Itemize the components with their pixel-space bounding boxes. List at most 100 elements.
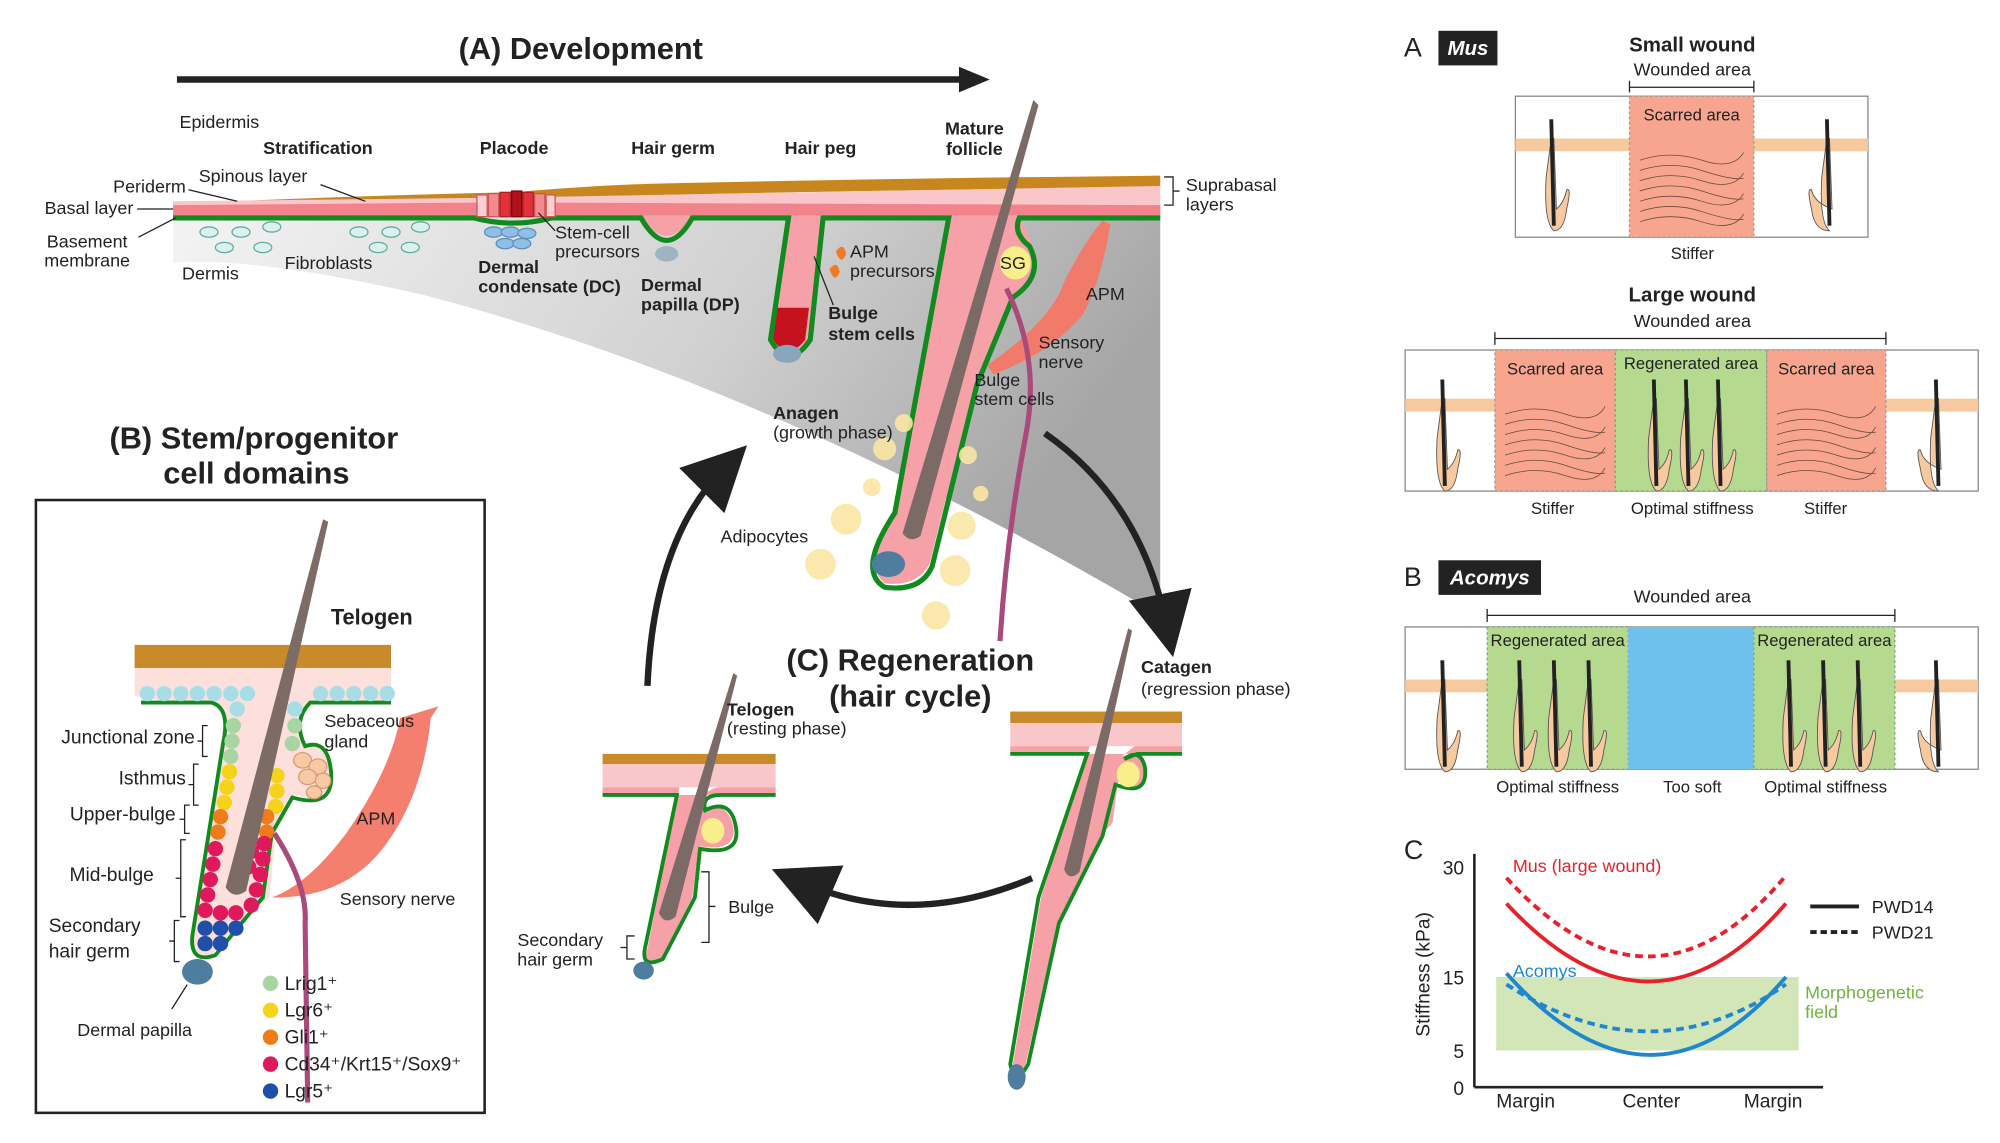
marker-cell <box>258 824 275 840</box>
marker-cell <box>346 685 362 702</box>
series-acomys-pwd14 <box>1504 972 1788 1057</box>
marker-cell <box>219 779 235 795</box>
panel-b-title-1: (B) Stem/progenitor <box>109 421 398 456</box>
hair-shaft <box>1933 660 1941 767</box>
label-sebaceous-1: Sebaceous <box>324 711 414 731</box>
acomys-badge-label: Acomys <box>1449 567 1530 590</box>
sebaceous-gland <box>1000 246 1031 280</box>
morphogenetic-field-band <box>1496 977 1799 1051</box>
marker-cell <box>212 809 229 825</box>
mus-badge-label: Mus <box>1447 37 1488 60</box>
label-dc-1: Dermal <box>478 257 539 277</box>
too-soft-area <box>1628 626 1754 770</box>
marker-cell <box>200 887 216 903</box>
basal-layer <box>173 202 1161 218</box>
acomys-wounded-area: Wounded area <box>1634 587 1751 607</box>
label-telogen: Telogen <box>331 604 413 629</box>
collagen-fibers <box>1505 406 1606 480</box>
stage-follicle: follicle <box>946 139 1003 159</box>
hair-shaft <box>1517 660 1524 767</box>
morphogenetic-label-1: Morphogenetic <box>1805 983 1924 1003</box>
hair-shaft <box>1825 119 1832 226</box>
hair-shaft <box>1821 660 1828 767</box>
chart-series <box>1504 874 1788 1057</box>
apm-muscle <box>987 220 1111 375</box>
hair-shaft <box>902 100 1039 540</box>
legend-label: Lgr6⁺ <box>285 1001 334 1022</box>
apm-muscle <box>271 706 439 898</box>
legend-label: Gli1⁺ <box>285 1028 329 1049</box>
marker-cell <box>329 685 345 702</box>
large-stiffer-left: Stiffer <box>1531 499 1575 518</box>
hair-shaft <box>1716 379 1723 486</box>
fibroblasts-cells <box>199 221 431 254</box>
marker-cell <box>362 685 379 702</box>
large-wound-title: Large wound <box>1629 283 1757 306</box>
marker-cell <box>197 902 213 918</box>
label-nerve-2: nerve <box>1038 352 1083 372</box>
panel-letter-a: A <box>1404 32 1422 62</box>
marker-cell <box>312 685 329 702</box>
series-label-mus: Mus (large wound) <box>1513 856 1662 876</box>
acomys-wound-bracket <box>1486 609 1896 622</box>
label-shg-2: hair germ <box>517 949 593 969</box>
hair-germ <box>641 215 693 236</box>
marker-cell <box>205 856 221 872</box>
x-tick-center: Center <box>1622 1092 1680 1113</box>
marker-cell <box>269 783 285 799</box>
scarred-area-label: Scarred area <box>1507 359 1604 378</box>
zone-secondary: Secondary <box>49 916 141 937</box>
label-dermal-papilla: Dermal papilla <box>77 1020 192 1040</box>
label-dermis: Dermis <box>182 264 239 284</box>
panel-stem-cell-domains: (B) Stem/progenitor cell domains Telogen… <box>34 421 486 1115</box>
marker-cell <box>255 851 271 867</box>
marker-cell <box>212 920 229 936</box>
marker-cell <box>212 935 229 952</box>
small-wounded-area: Wounded area <box>1634 60 1751 80</box>
dermal-condensate-cells <box>483 226 537 250</box>
marker-cell <box>225 717 242 734</box>
label-basement-1: Basement <box>47 231 128 251</box>
marker-cell <box>173 685 189 702</box>
adipocytes-cells <box>805 414 989 630</box>
marker-cell <box>287 701 303 717</box>
legend-label: Lgr5⁺ <box>285 1081 334 1102</box>
x-tick-margin-right: Margin <box>1744 1092 1803 1113</box>
legend-swatch <box>262 1002 279 1018</box>
small-wound-title: Small wound <box>1629 33 1755 56</box>
mus-badge <box>1438 30 1498 66</box>
cycle-arrow-telogen-to-anagen <box>644 445 748 687</box>
legend-label: Cd34⁺/Krt15⁺/Sox9⁺ <box>285 1055 462 1076</box>
scarred-area <box>1628 95 1755 238</box>
scarred-area-label: Scarred area <box>1778 359 1875 378</box>
leader <box>813 256 834 306</box>
panel-c-title-1: (C) Regeneration <box>786 643 1034 678</box>
marker-cell <box>267 798 284 815</box>
suprabasal-bracket <box>1164 176 1180 206</box>
marker-cell <box>248 882 265 898</box>
leader <box>171 984 188 1010</box>
panel-a-title: (A) Development <box>459 31 703 66</box>
label-catagen-sub: (regression phase) <box>1141 679 1291 699</box>
marker-cell <box>229 701 245 717</box>
label-fibroblasts: Fibroblasts <box>285 253 373 273</box>
basement-membrane <box>173 215 1161 591</box>
leader <box>188 189 238 202</box>
label-catagen: Catagen <box>1141 657 1212 677</box>
marker-cell <box>239 685 256 702</box>
dermal-papilla-germ <box>655 246 679 262</box>
bulge-bracket <box>701 871 716 943</box>
label-apm-precursors-1: APM <box>850 242 889 262</box>
panel-letter-b: B <box>1404 562 1422 592</box>
panel-c-title-2: (hair cycle) <box>829 678 991 713</box>
x-tick-margin-left: Margin <box>1496 1092 1555 1113</box>
panel-development: (A) Development <box>44 31 1277 642</box>
marker-cell <box>269 767 285 784</box>
marker-cell <box>224 733 240 749</box>
label-dp-1: Dermal <box>641 275 702 295</box>
label-basal: Basal layer <box>45 198 134 218</box>
